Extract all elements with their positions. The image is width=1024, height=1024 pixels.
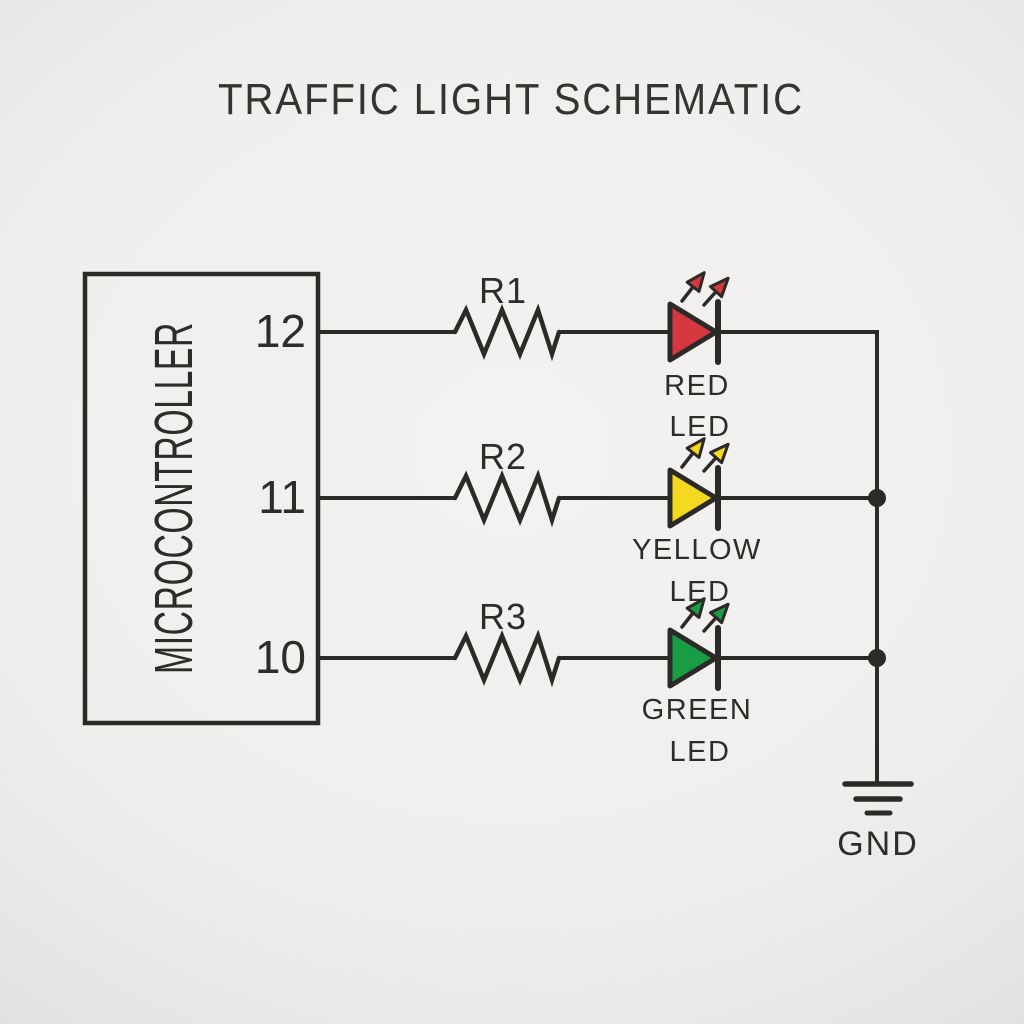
microcontroller-label: MICROCONTROLLER bbox=[144, 322, 204, 674]
pin-label-10: 10 bbox=[255, 631, 306, 683]
red-arrowhead bbox=[685, 271, 706, 293]
green-arrowhead bbox=[708, 602, 730, 625]
yellow-led-anode-triangle bbox=[667, 467, 719, 529]
yellow-arrowhead bbox=[685, 437, 706, 459]
red-led-emission-arrow-1 bbox=[680, 271, 706, 303]
red-led-emission-arrow-2 bbox=[702, 276, 730, 307]
green-led-label-line1: GREEN bbox=[642, 694, 753, 726]
green-led-label-line2: LED bbox=[670, 736, 731, 768]
green-arrowhead bbox=[685, 597, 706, 619]
schematic-title: TRAFFIC LIGHT SCHEMATIC bbox=[218, 75, 804, 124]
green-led-emission-arrow-1 bbox=[680, 597, 706, 629]
resistor-r3-symbol bbox=[452, 629, 562, 688]
resistor-r1-label: R1 bbox=[479, 270, 527, 311]
green-led-emission-arrow-2 bbox=[702, 602, 730, 633]
red-arrowhead bbox=[708, 276, 730, 299]
red-led-anode-triangle bbox=[667, 301, 719, 363]
ground-label: GND bbox=[837, 825, 919, 863]
pin-label-12: 12 bbox=[255, 305, 306, 357]
red-led-label-line2: LED bbox=[670, 411, 731, 443]
circuit-row-red: R1 RED LED bbox=[318, 270, 879, 443]
yellow-led-emission-arrow-2 bbox=[702, 442, 730, 473]
ground-symbol: GND bbox=[837, 781, 919, 863]
pin-label-11: 11 bbox=[258, 471, 306, 523]
yellow-led-emission-arrow-1 bbox=[680, 437, 706, 469]
yellow-arrowhead bbox=[708, 442, 730, 465]
green-led-anode-triangle bbox=[667, 627, 719, 689]
resistor-r3-label: R3 bbox=[479, 596, 527, 637]
circuit-row-green: R3 GREEN LED bbox=[318, 596, 886, 768]
resistor-r2-symbol bbox=[452, 469, 562, 528]
resistor-r1-symbol bbox=[452, 303, 562, 362]
red-led-label-line1: RED bbox=[664, 370, 730, 402]
yellow-led-label-line1: YELLOW bbox=[632, 534, 762, 566]
circuit-row-yellow: R2 YELLOW LED bbox=[318, 436, 886, 608]
resistor-r2-label: R2 bbox=[479, 436, 527, 477]
